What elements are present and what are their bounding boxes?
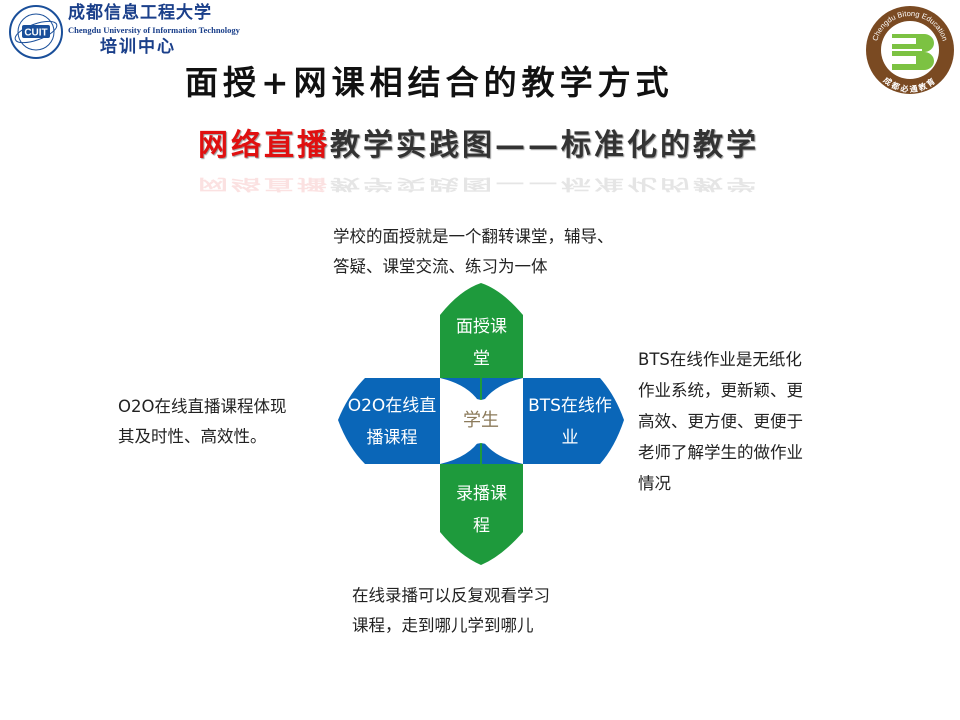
- note-right: BTS在线作业是无纸化作业系统，更新颖、更高效、更方便、更便于老师了解学生的做作…: [638, 350, 803, 493]
- center-flower-fill: [440, 378, 523, 464]
- subtitle-rest: 教学实践图——标准化的教学: [330, 128, 759, 163]
- face-to-face-class-label: 面授课堂: [456, 317, 507, 369]
- note-bottom: 在线录播可以反复观看学习课程，走到哪儿学到哪儿: [352, 586, 550, 635]
- cuit-logo: CUIT: [9, 5, 63, 59]
- bts-online-homework-label: BTS在线作业: [528, 396, 612, 448]
- cuit-logo-text: CUIT: [24, 28, 47, 39]
- page-title: 面授+网课相结合的教学方式: [185, 63, 674, 102]
- o2o-live-course-label: O2O在线直播课程: [347, 396, 437, 448]
- school-name-cn: 成都信息工程大学: [68, 3, 212, 23]
- recorded-course-label: 录播课程: [456, 484, 507, 536]
- training-center-name: 培训中心: [100, 37, 176, 57]
- bitong-logo: Chengdu Bitong Education 成都必通教育: [866, 6, 954, 94]
- student-center-label: 学生: [463, 410, 499, 431]
- subtitle: 网络直播教学实践图——标准化的教学: [198, 128, 759, 164]
- school-name-en: Chengdu University of Information Techno…: [68, 25, 240, 35]
- note-top: 学校的面授就是一个翻转课堂，辅导、答疑、课堂交流、练习为一体: [333, 227, 614, 276]
- subtitle-highlight: 网络直播: [198, 128, 330, 163]
- note-left: O2O在线直播课程体现其及时性、高效性。: [118, 397, 287, 446]
